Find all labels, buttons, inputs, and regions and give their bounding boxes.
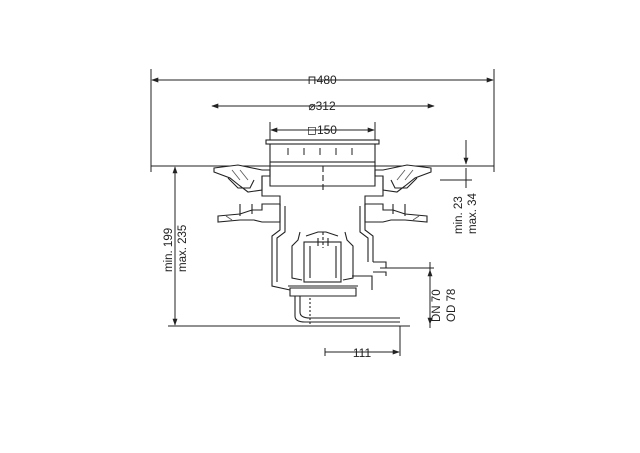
odour-trap: [291, 231, 354, 283]
main-body-left-wall: [271, 204, 291, 291]
base-outlet: [289, 287, 357, 297]
grate-slots: [287, 148, 353, 155]
upper-body: [261, 176, 384, 206]
dim-pipe-od: OD 78: [446, 289, 458, 322]
dim-upper-max: max. 34: [467, 192, 479, 234]
outlet-pipe: [373, 261, 410, 276]
dim-upper-min: min. 23: [453, 196, 465, 234]
flange-hatching: [225, 169, 420, 221]
dim-grate-size: ◻150: [307, 123, 337, 137]
lower-flange-right: [364, 203, 428, 223]
dim-overall-width: ⊓480: [307, 73, 337, 87]
dim-height-max: max. 235: [177, 225, 189, 272]
dim-outlet-offset: 111: [353, 346, 372, 360]
dim-ring-diameter: ⌀312: [308, 99, 336, 113]
dimension-labels: ⊓480 ⌀312 ◻150 min. 199 max. 235 min. 23…: [163, 73, 479, 360]
lower-flange-left: [217, 203, 281, 223]
grate: [269, 141, 376, 163]
main-body-right-wall: [364, 204, 374, 262]
dim-height-min: min. 199: [163, 228, 175, 272]
dimension-lines: [150, 69, 495, 356]
dim-pipe-dn: DN 70: [431, 289, 443, 322]
drain-body: [213, 139, 432, 326]
